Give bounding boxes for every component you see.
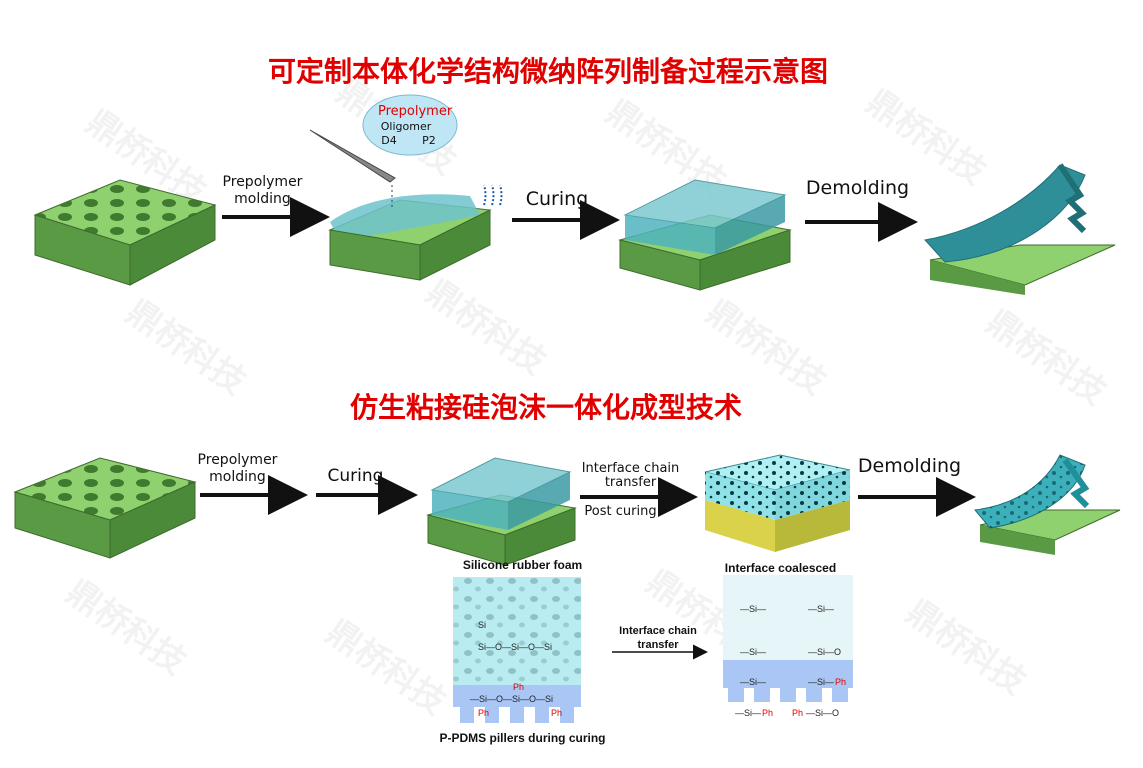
svg-text:—Si—O: —Si—O [806,708,839,718]
bottom-demolded-block [975,455,1120,555]
bottom-step3-top-label: Interface chain transfer [573,462,688,490]
top-step3-label: Demolding [800,177,915,199]
svg-text:—Si—: —Si— [808,604,834,614]
top-cured-block [620,180,790,290]
top-demolded-block [925,165,1115,295]
coalesced-chemistry-panel: —Si— —Si— —Si— —Si—O —Si— —Si— Ph —Si— P… [723,575,853,718]
top-step2-label: Curing [512,188,602,210]
foam-chemistry-panel: Si Si—O—Si—O—Si —Si—O—Si—O—Si Ph Ph Ph [453,577,581,723]
bottom-step4-label: Demolding [852,455,967,477]
bottom-mold-block [15,458,195,558]
top-step1-label: Prepolymer molding [215,174,310,208]
svg-text:Ph: Ph [478,708,489,718]
bubble-p2: P2 [418,134,440,147]
svg-text:—Si—O—Si—O—Si: —Si—O—Si—O—Si [470,694,553,704]
svg-text:Ph: Ph [513,682,524,692]
svg-text:Ph: Ph [792,708,803,718]
bubble-title: Prepolymer [378,104,448,119]
svg-text:Si: Si [478,620,486,630]
foam-panel-title: Silicone rubber foam [455,558,590,572]
svg-text:—Si—O: —Si—O [808,647,841,657]
bottom-foam-block [705,455,850,552]
bottom-step1-label: Prepolymer molding [190,452,285,486]
svg-text:—Si—: —Si— [740,604,766,614]
svg-text:—Si—: —Si— [808,677,834,687]
svg-text:—Si—: —Si— [740,647,766,657]
middle-arrow-label: Interface chain transfer [608,624,708,652]
foam-panel-caption: P-PDMS pillers during curing [430,731,615,745]
top-mold-block [35,180,215,285]
svg-text:—Si—: —Si— [740,677,766,687]
svg-text:Si—O—Si—O—Si: Si—O—Si—O—Si [478,642,552,652]
bottom-step3-bottom-label: Post curing [578,504,663,519]
svg-text:—Si—: —Si— [735,708,761,718]
bubble-oligomer: Oligomer [378,120,434,133]
bottom-cured-block [428,458,575,565]
bubble-d4: D4 [378,134,400,147]
bottom-step2-label: Curing [318,466,393,486]
svg-text:Ph: Ph [835,677,846,687]
coalesced-panel-title: Interface coalesced [718,561,843,575]
svg-text:Ph: Ph [762,708,773,718]
svg-text:Ph: Ph [551,708,562,718]
